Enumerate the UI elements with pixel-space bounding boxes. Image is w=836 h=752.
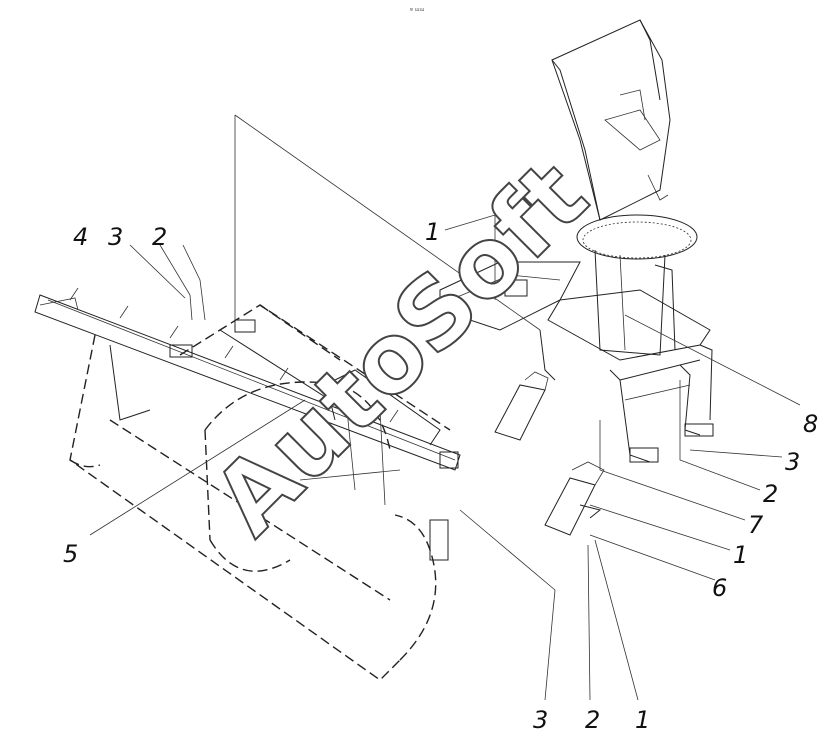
side-tube: [654, 264, 676, 351]
leg-front-left: [609, 369, 651, 463]
plate-3: [234, 319, 256, 333]
blade-mid-dashed: [109, 419, 391, 601]
bracket-upper-tab: [524, 371, 549, 391]
chute-bracket: [619, 89, 646, 121]
leader-2-left: [182, 244, 206, 321]
ring-teeth: [582, 221, 692, 259]
auger-curve-top: [204, 381, 391, 451]
callout-3-bottom: 3: [533, 706, 548, 734]
leader-guide-diag: [234, 114, 541, 331]
callout-7: 7: [748, 511, 764, 539]
chute-edge: [551, 59, 601, 221]
frame-cross-dashed: [259, 304, 341, 361]
bracket-upper-body: [494, 384, 546, 441]
mount-frame-inner: [449, 274, 561, 301]
strut-vertical-a: [344, 389, 356, 491]
plate-4: [169, 344, 193, 358]
top-mark: ɐ ɯɯ: [410, 7, 424, 13]
callout-4-left: 4: [73, 223, 88, 251]
strut-left: [109, 344, 151, 421]
foot-pad-left: [629, 447, 659, 463]
callout-6: 6: [712, 574, 727, 602]
top-beam: [34, 294, 461, 471]
callout-2-left: 2: [152, 223, 167, 251]
leader-8: [624, 314, 801, 406]
leader-lines: [89, 114, 801, 701]
housing-line: [619, 254, 626, 351]
mount-arm: [539, 329, 556, 381]
side-dashed: [204, 429, 211, 541]
beam-clips: [69, 287, 399, 423]
chute-ridge: [639, 19, 661, 101]
chute-latch: [647, 174, 669, 201]
callout-2-right: 2: [763, 480, 778, 508]
bracket-lower-pin: [579, 504, 602, 519]
auger-curve-bottom: [209, 539, 291, 572]
leg-brace: [624, 384, 691, 401]
base-plate: [547, 289, 711, 361]
strut-vertical-b: [379, 409, 386, 506]
watermark: AutoSoft: [192, 140, 609, 557]
rotation-ring: [576, 214, 698, 260]
callout-3-right: 3: [785, 448, 800, 476]
leader-4: [129, 244, 186, 299]
callout-1-right: 1: [733, 541, 748, 569]
leader-1-top: [444, 214, 496, 300]
side-plate: [429, 519, 449, 561]
leader-2-right: [679, 380, 761, 491]
leader-6: [589, 534, 716, 581]
callout-3-left: 3: [108, 223, 123, 251]
strut-right: [334, 369, 441, 446]
snow-blower-head: [439, 19, 714, 463]
callout-5: 5: [63, 540, 78, 568]
leader-3-left: [159, 244, 193, 321]
beam-end-left: [39, 297, 79, 311]
leader-1-bottom: [594, 539, 639, 701]
top-beam-line: [47, 299, 456, 461]
blade-bottom-dashed: [69, 334, 401, 681]
foot-pad-right: [684, 423, 714, 437]
mount-frame: [439, 261, 581, 331]
mount-block: [504, 279, 528, 297]
blade-corner-dashed: [69, 459, 101, 468]
callout-1-top: 1: [425, 218, 440, 246]
bracket-upper: [494, 371, 549, 441]
leader-2-bottom: [587, 544, 591, 701]
leader-1-right: [589, 504, 731, 551]
callout-8: 8: [803, 410, 818, 438]
bracket-lower-tab: [571, 461, 605, 486]
leg-crossbar: [619, 359, 701, 381]
auger-assembly: [34, 287, 461, 681]
leader-3-bottom: [459, 509, 556, 701]
bracket-lower: [544, 461, 605, 536]
callouts: 4 3 2 1 5 8 3 2 7 1 6 3 2 1: [63, 218, 818, 734]
strut-middle: [219, 329, 336, 421]
leader-7: [599, 420, 746, 521]
fan-housing: [594, 249, 666, 356]
leg-front-right: [679, 364, 701, 436]
chute-flap: [604, 109, 661, 151]
end-plate: [439, 451, 459, 469]
strut-horizontal: [299, 469, 401, 481]
callout-1-bottom: 1: [635, 706, 650, 734]
leader-3-right: [689, 449, 783, 458]
callout-2-bottom: 2: [585, 706, 600, 734]
leader-5: [89, 399, 306, 536]
leg-rear-right: [699, 344, 713, 421]
